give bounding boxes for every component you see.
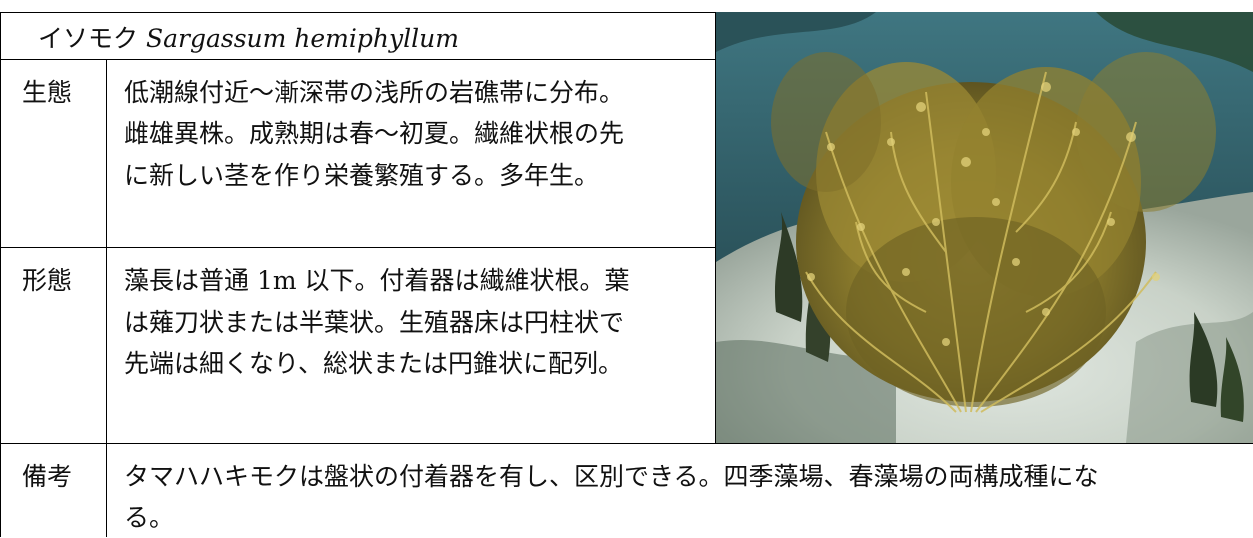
seaweed-leaf-highlights: [807, 82, 1160, 346]
ecology-line-3: に新しい茎を作り栄養繁殖する。多年生。: [124, 161, 600, 190]
row-divider-title: [0, 59, 716, 60]
ecology-line-1: 低潮線付近〜漸深帯の浅所の岩礁帯に分布。: [124, 78, 625, 107]
species-title: イソモク Sargassum hemiphyllum: [38, 18, 459, 59]
japanese-name: イソモク: [38, 24, 139, 53]
table-border-top: [0, 12, 1253, 13]
ecology-label: 生態: [22, 78, 73, 107]
ecology-line-2: 雌雄異株。成熟期は春〜初夏。繊維状根の先: [124, 119, 625, 148]
seaweed-branches: [805, 71, 1157, 413]
morphology-line-3: 先端は細くなり、総状または円錐状に配列。: [124, 349, 624, 378]
remarks-line-2: る。: [124, 503, 175, 532]
table-border-left: [0, 12, 1, 537]
morphology-line-2: は薙刀状または半葉状。生殖器床は円柱状で: [124, 308, 625, 337]
seaweed-bush: [771, 52, 1216, 407]
morphology-label: 形態: [22, 266, 73, 295]
morphology-line-1: 藻長は普通 1m 以下。付着器は繊維状根。葉: [124, 266, 630, 295]
row-divider-morphology: [0, 443, 1253, 444]
seaweed-photo: [716, 12, 1253, 443]
column-divider-photo: [715, 12, 716, 443]
column-divider-label: [106, 59, 107, 537]
scientific-name: Sargassum hemiphyllum: [145, 24, 459, 53]
seaweed-illustration: [716, 12, 1253, 443]
remarks-line-1: タマハハキモクは盤状の付着器を有し、区別できる。四季藻場、春藻場の両構成種にな: [124, 462, 1099, 491]
remarks-label: 備考: [22, 462, 73, 491]
row-divider-ecology: [0, 247, 716, 248]
